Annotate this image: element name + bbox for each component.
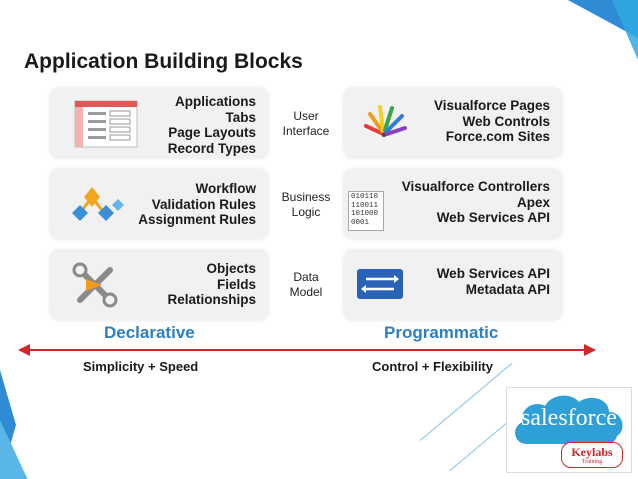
item-fields: Fields bbox=[216, 276, 256, 292]
layer-label-line: Model bbox=[289, 285, 323, 299]
layer-label-data-model: Data Model bbox=[268, 270, 344, 300]
layer-label-line: Data bbox=[293, 270, 319, 284]
item-workflow: Workflow bbox=[195, 181, 257, 196]
data-declarative-panel: Objects Fields Relationships bbox=[50, 250, 268, 320]
keylabs-badge: Keylabs Training bbox=[561, 442, 623, 468]
corner-triangle-top-right-accent bbox=[612, 0, 638, 60]
logic-programmatic-panel: 010110 110011 101000 0001 Visualforce Co… bbox=[344, 169, 562, 239]
slide-title: Application Building Blocks bbox=[24, 50, 303, 73]
color-splash-icon bbox=[364, 105, 407, 137]
item-force-sites: Force.com Sites bbox=[445, 129, 550, 144]
binary-line: 101000 bbox=[351, 210, 379, 218]
exchange-arrows-icon bbox=[357, 269, 403, 299]
binary-code-icon: 010110 110011 101000 0001 bbox=[348, 191, 384, 231]
ui-declarative-panel: Applications Tabs Page Layouts Record Ty… bbox=[50, 88, 268, 158]
item-apex: Apex bbox=[516, 194, 550, 210]
keylabs-sub: Training bbox=[581, 459, 603, 465]
item-page-layouts: Page Layouts bbox=[168, 125, 256, 140]
item-metadata-api: Metadata API bbox=[465, 281, 550, 297]
binary-line: 110011 bbox=[351, 201, 379, 210]
item-tabs: Tabs bbox=[225, 109, 256, 125]
item-validation-rules: Validation Rules bbox=[151, 196, 256, 212]
item-visualforce-controllers: Visualforce Controllers bbox=[401, 179, 550, 194]
scale-label-simplicity: Simplicity + Speed bbox=[83, 359, 199, 374]
logo-brand-text: salesforce bbox=[521, 405, 617, 431]
double-headed-arrow bbox=[18, 344, 596, 356]
binary-line: 0001 bbox=[351, 218, 370, 227]
layer-label-user-interface: User Interface bbox=[268, 109, 344, 139]
item-web-controls: Web Controls bbox=[462, 113, 551, 129]
page-layout-icon bbox=[74, 100, 138, 148]
workflow-diamonds-icon bbox=[72, 187, 124, 221]
item-web-services-api: Web Services API bbox=[436, 210, 550, 225]
layer-label-line: Business bbox=[281, 190, 331, 204]
item-assignment-rules: Assignment Rules bbox=[138, 212, 256, 227]
column-label-programmatic: Programmatic bbox=[384, 323, 499, 342]
data-programmatic-panel: Web Services API Metadata API bbox=[344, 250, 562, 320]
item-record-types: Record Types bbox=[167, 140, 256, 156]
item-web-services-api: Web Services API bbox=[436, 266, 550, 281]
item-objects: Objects bbox=[206, 261, 256, 276]
logic-declarative-panel: Workflow Validation Rules Assignment Rul… bbox=[50, 169, 268, 239]
tools-wrench-icon bbox=[72, 262, 118, 308]
layer-label-business-logic: Business Logic bbox=[268, 190, 344, 220]
item-applications: Applications bbox=[174, 94, 256, 109]
layer-label-line: Interface bbox=[282, 124, 330, 138]
layer-label-line: Logic bbox=[291, 205, 321, 219]
ui-programmatic-panel: Visualforce Pages Web Controls Force.com… bbox=[344, 88, 562, 158]
keylabs-name: Keylabs bbox=[571, 445, 613, 459]
layer-label-line: User bbox=[293, 109, 319, 123]
salesforce-keylabs-logo: salesforce Keylabs Training bbox=[506, 387, 632, 473]
binary-line: 010110 bbox=[351, 193, 379, 201]
scale-label-control: Control + Flexibility bbox=[372, 359, 493, 374]
item-visualforce-pages: Visualforce Pages bbox=[433, 98, 550, 113]
item-relationships: Relationships bbox=[167, 292, 256, 307]
column-label-declarative: Declarative bbox=[104, 323, 195, 342]
cloud-icon bbox=[515, 395, 623, 445]
edge-triangle-bottom-left bbox=[0, 420, 28, 479]
